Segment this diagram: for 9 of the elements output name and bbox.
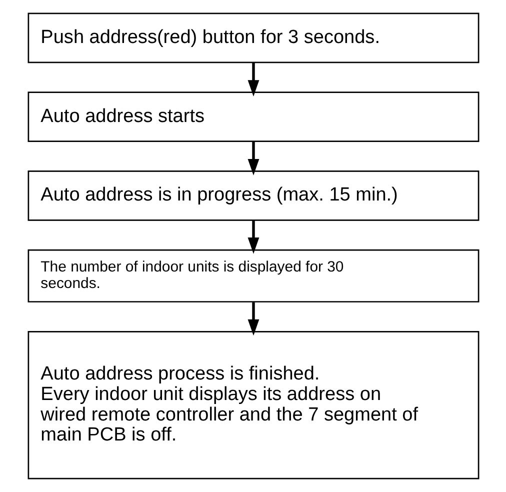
arrow <box>247 302 259 336</box>
node-box: Auto address process is finished. Every indoor unit displays its address on wired remote controller and the 7 segment of main PCB is off. <box>27 331 479 480</box>
arrow <box>247 220 259 254</box>
arrow <box>247 141 259 176</box>
arrow <box>247 62 259 96</box>
node-box: The number of indoor units is displayed for 30 seconds. <box>27 249 479 302</box>
node-box: Auto address starts <box>27 92 479 142</box>
node-box: Auto address is in progress (max. 15 min.) <box>27 170 479 221</box>
node-box: Push address(red) button for 3 seconds. <box>27 12 479 64</box>
